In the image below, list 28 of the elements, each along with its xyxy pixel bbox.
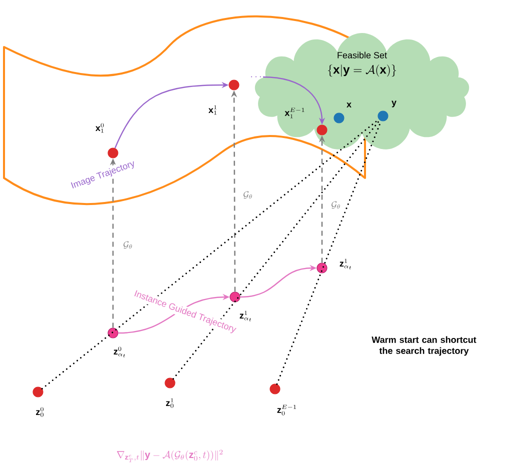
data-point (32, 386, 44, 398)
data-point (230, 292, 240, 302)
point-label: $\mathbf{x}_1^{E-1}$ (284, 108, 304, 118)
point-label: $\mathbf{x}_1^1$ (208, 105, 216, 115)
point-label: $\mathbf{z}_{\alpha_t}^1$ (340, 258, 352, 270)
ellipsis: $\cdots$ (251, 76, 261, 78)
point-label: $\mathbf{y}$ (392, 100, 396, 108)
data-point (228, 80, 240, 90)
data-point (108, 148, 118, 158)
edge-label: $\mathcal{G}_\theta$ (244, 191, 252, 199)
loss-formula: $\nabla_{\mathbf{z}_T^c,t}\|\mathbf{y}-\mathcal{A}(\mathcal{G}_\theta(\mathbf{z}_0^c,t))\|^2$ (116, 450, 223, 462)
point-label: $\mathbf{z}_{\alpha_t}^1$ (240, 310, 252, 322)
data-point (378, 110, 388, 122)
note-text: Warm start can shortcut the search trajectory (372, 336, 476, 356)
point-label: $\mathbf{x}_1^0$ (95, 123, 104, 133)
point-label: $\mathbf{z}_0^0$ (36, 407, 44, 417)
point-label: $\mathbf{z}_{\alpha_t}^0$ (114, 346, 126, 358)
edge-label: $\mathcal{G}_\theta$ (332, 201, 340, 209)
data-point (334, 112, 344, 124)
data-point (270, 384, 280, 394)
edge-label: $\mathcal{G}_\theta$ (124, 241, 132, 249)
point-label: $\mathbf{x}$ (346, 102, 352, 108)
data-point (108, 328, 118, 338)
data-point (316, 262, 328, 274)
point-label: $\mathbf{z}_0^{E-1}$ (277, 404, 296, 416)
point-label: $\mathbf{z}_0^1$ (166, 398, 174, 408)
data-point (316, 124, 328, 136)
data-point (164, 378, 176, 388)
